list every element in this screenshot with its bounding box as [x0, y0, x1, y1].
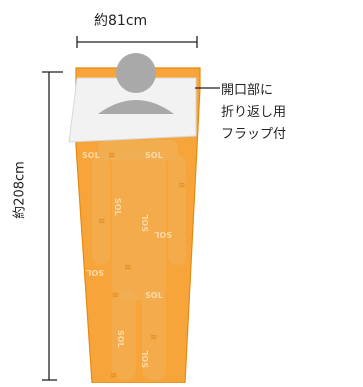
height-label: 約208cm — [12, 161, 28, 219]
width-dimension — [76, 36, 198, 48]
width-label: 約81cm — [94, 13, 148, 29]
svg-text:≋: ≋ — [98, 217, 106, 227]
height-dimension — [42, 71, 63, 381]
svg-text:SOL: SOL — [116, 330, 125, 348]
svg-text:SOL: SOL — [141, 350, 150, 368]
svg-text:SOL: SOL — [145, 291, 163, 300]
flap-callout-label: 開口部に 折り返し用 フラップ付 — [221, 80, 286, 146]
svg-text:SOL: SOL — [113, 198, 122, 216]
svg-text:≋: ≋ — [178, 181, 186, 191]
svg-text:SOL: SOL — [141, 214, 150, 232]
svg-text:≋: ≋ — [124, 263, 132, 273]
svg-text:SOL: SOL — [145, 151, 163, 160]
flap-callout-line-1: 開口部に — [221, 83, 274, 98]
flap-callout-line-2: 折り返し用 — [221, 105, 287, 120]
svg-text:SOL: SOL — [86, 268, 104, 277]
person-figure — [98, 53, 174, 114]
flap-callout-line-3: フラップ付 — [221, 127, 287, 142]
svg-text:SOL: SOL — [82, 151, 100, 160]
svg-text:SOL: SOL — [154, 230, 172, 239]
svg-text:≋: ≋ — [110, 371, 118, 381]
svg-text:≋: ≋ — [150, 333, 158, 343]
svg-text:≋: ≋ — [108, 151, 116, 161]
bag-print-pattern: SOL SOL SOL SOL SOL SOL SOL SOL SOL ≋ ≋ … — [82, 140, 186, 381]
svg-text:≋: ≋ — [112, 291, 120, 301]
